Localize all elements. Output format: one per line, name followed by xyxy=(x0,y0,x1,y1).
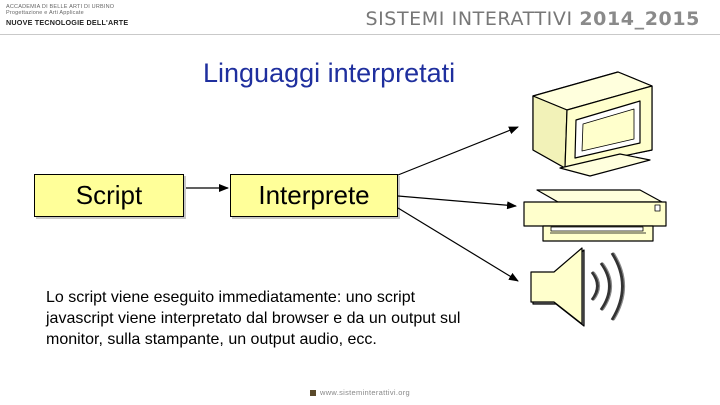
footer-url[interactable]: www.sisteminterattivi.org xyxy=(319,388,411,397)
course-title: SISTEMI INTERATTIVI xyxy=(365,8,573,30)
monitor-icon xyxy=(532,71,653,177)
arrow-to-printer xyxy=(397,195,517,210)
body-text: Lo script viene eseguito immediatamente:… xyxy=(46,289,461,348)
interprete-box-label: Interprete xyxy=(258,180,370,210)
institution-line2: Progettazione e Arti Applicate xyxy=(6,10,84,16)
course-header: SISTEMI INTERATTIVI 2014_2015 xyxy=(365,8,700,30)
course-year: 2014_2015 xyxy=(579,8,700,30)
printer-icon xyxy=(523,189,667,242)
speaker-icon xyxy=(530,247,625,327)
footer: www.sisteminterattivi.org xyxy=(0,388,720,397)
institution-name: NUOVE TECNOLOGIE DELL'ARTE xyxy=(6,18,129,27)
script-box-label: Script xyxy=(75,180,143,210)
arrow-to-speaker xyxy=(397,207,519,282)
script-box: Script xyxy=(34,174,184,217)
header-divider xyxy=(0,34,720,35)
footer-logo-icon xyxy=(309,390,316,396)
institution-lines: ACCADEMIA DI BELLE ARTI DI URBINO Proget… xyxy=(6,4,114,16)
arrow-to-monitor xyxy=(397,126,519,176)
slide-title: Linguaggi interpretati xyxy=(203,58,456,88)
institution-line1: ACCADEMIA DI BELLE ARTI DI URBINO xyxy=(6,4,115,10)
interprete-box: Interprete xyxy=(230,174,398,217)
